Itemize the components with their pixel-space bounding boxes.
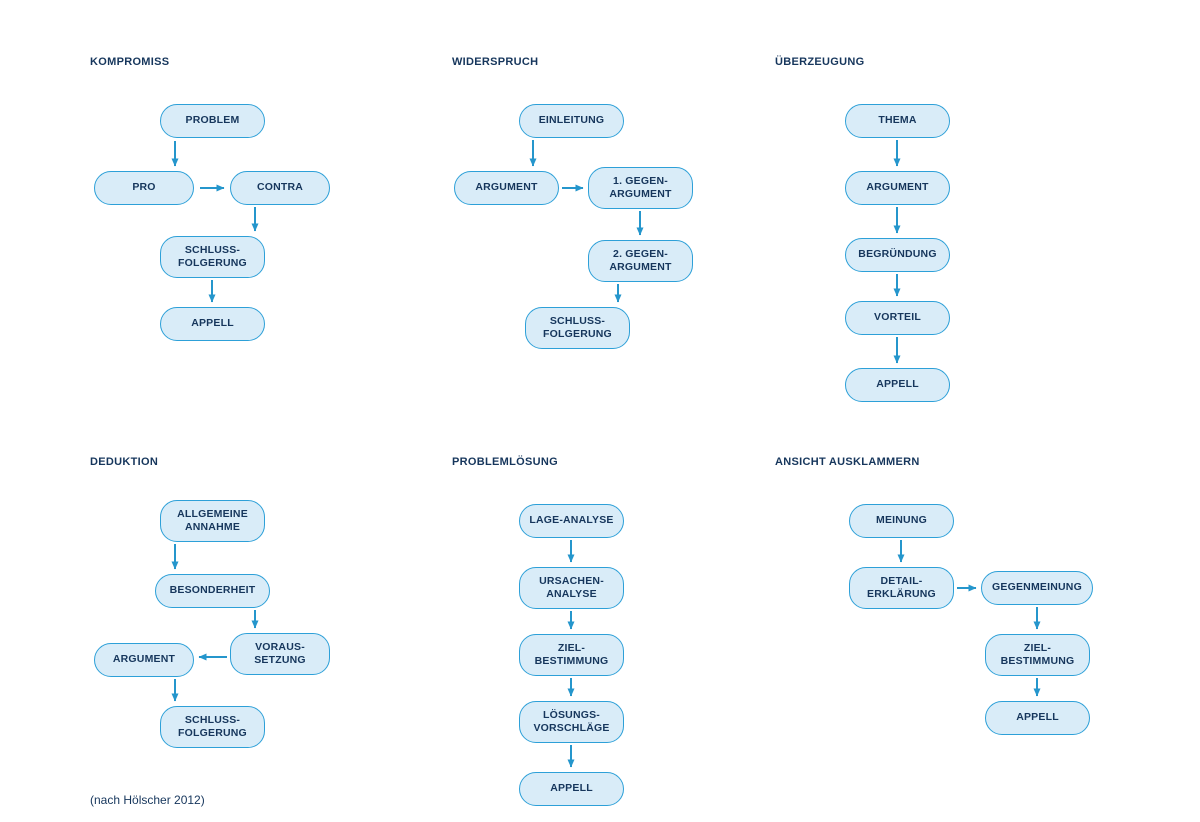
- chart-title-widerspruch: WIDERSPRUCH: [452, 56, 539, 68]
- node-allgemeine-annahme: ALLGEMEINE ANNAHME: [160, 500, 265, 542]
- node-schlussfolgerung: SCHLUSS- FOLGERUNG: [160, 706, 265, 748]
- node-lage-analyse: LAGE-ANALYSE: [519, 504, 624, 538]
- chart-title-ueberzeugung: ÜBERZEUGUNG: [775, 56, 865, 68]
- chart-title-deduktion: DEDUKTION: [90, 456, 159, 468]
- node-ziel-bestimmung: ZIEL- BESTIMMUNG: [519, 634, 624, 676]
- node-appell: APPELL: [985, 701, 1090, 735]
- chart-title-kompromiss: KOMPROMISS: [90, 56, 170, 68]
- node-appell: APPELL: [160, 307, 265, 341]
- node-vorteil: VORTEIL: [845, 301, 950, 335]
- source-credit: (nach Hölscher 2012): [90, 793, 205, 807]
- node-besonderheit: BESONDERHEIT: [155, 574, 270, 608]
- node-schlussfolgerung: SCHLUSS- FOLGERUNG: [525, 307, 630, 349]
- arrows-deduktion: [171, 544, 259, 702]
- node-einleitung: EINLEITUNG: [519, 104, 624, 138]
- node-gegenmeinung: GEGENMEINUNG: [981, 571, 1093, 605]
- node-problem: PROBLEM: [160, 104, 265, 138]
- node-appell: APPELL: [845, 368, 950, 402]
- node-appell: APPELL: [519, 772, 624, 806]
- node-argument: ARGUMENT: [454, 171, 559, 205]
- node-gegenargument-1: 1. GEGEN- ARGUMENT: [588, 167, 693, 209]
- node-meinung: MEINUNG: [849, 504, 954, 538]
- chart-title-problemloesung: PROBLEMLÖSUNG: [452, 456, 558, 468]
- node-gegenargument-2: 2. GEGEN- ARGUMENT: [588, 240, 693, 282]
- chart-title-ansicht-ausklammern: ANSICHT AUSKLAMMERN: [775, 456, 920, 468]
- node-begruendung: BEGRÜNDUNG: [845, 238, 950, 272]
- node-argument: ARGUMENT: [94, 643, 194, 677]
- node-thema: THEMA: [845, 104, 950, 138]
- node-ziel-bestimmung: ZIEL- BESTIMMUNG: [985, 634, 1090, 676]
- node-argument: ARGUMENT: [845, 171, 950, 205]
- node-contra: CONTRA: [230, 171, 330, 205]
- node-ursachen-analyse: URSACHEN- ANALYSE: [519, 567, 624, 609]
- node-voraussetzung: VORAUS- SETZUNG: [230, 633, 330, 675]
- node-pro: PRO: [94, 171, 194, 205]
- node-detail-erklaerung: DETAIL- ERKLÄRUNG: [849, 567, 954, 609]
- node-schlussfolgerung: SCHLUSS- FOLGERUNG: [160, 236, 265, 278]
- node-loesungs-vorschlaege: LÖSUNGS- VORSCHLÄGE: [519, 701, 624, 743]
